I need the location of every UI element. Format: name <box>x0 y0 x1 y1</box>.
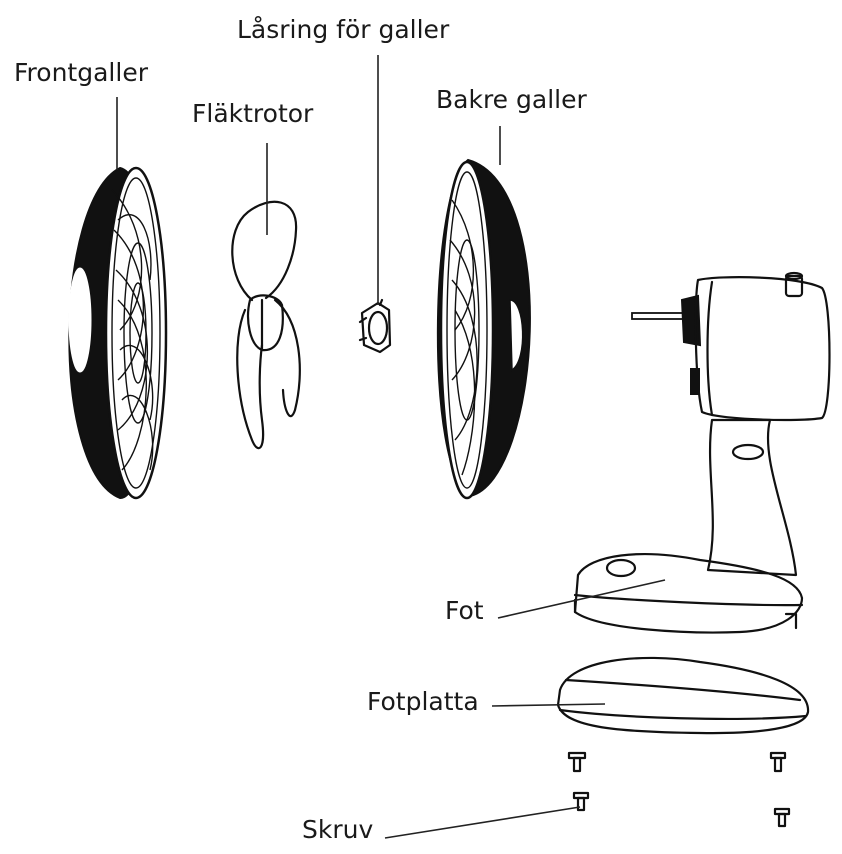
fan-rotor <box>231 200 301 450</box>
leader-lines <box>116 55 666 839</box>
foot-plate <box>556 656 810 735</box>
label-fan-rotor: Fläktrotor <box>192 99 314 128</box>
leader-foot <box>497 579 666 619</box>
screw-3 <box>572 791 590 812</box>
label-front-grille: Frontgaller <box>14 58 148 87</box>
leader-screw <box>384 806 581 839</box>
screw-4 <box>773 807 791 828</box>
leader-foot-plate <box>491 703 606 707</box>
screw-2 <box>769 751 787 773</box>
foot <box>573 418 804 634</box>
screw-1 <box>567 751 587 773</box>
locking-ring <box>358 298 392 354</box>
label-foot-plate: Fotplatta <box>367 687 479 716</box>
label-foot: Fot <box>445 596 484 625</box>
label-locking-ring: Låsring för galler <box>237 15 450 44</box>
label-rear-grille: Bakre galler <box>436 85 587 114</box>
screws <box>567 751 791 828</box>
motor-head <box>631 271 831 422</box>
front-grille <box>68 166 168 500</box>
rear-grille <box>436 158 531 500</box>
label-screw: Skruv <box>302 815 374 844</box>
